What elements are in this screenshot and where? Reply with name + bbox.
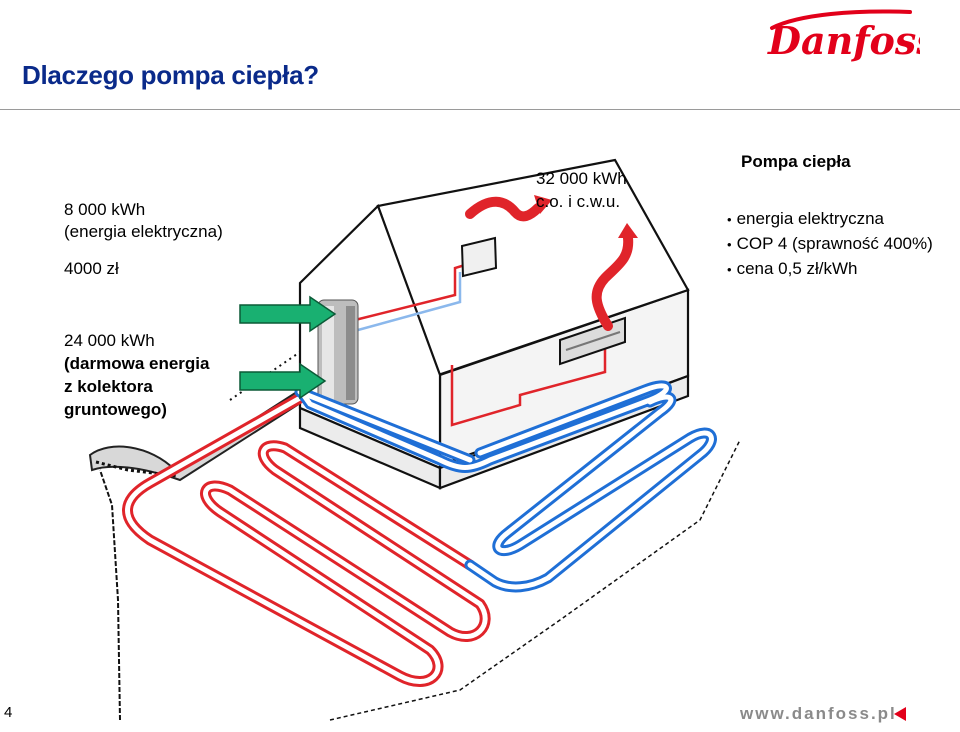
danfoss-logo-swoosh bbox=[770, 9, 912, 30]
page-number: 4 bbox=[4, 704, 13, 721]
ground-input-line1: (darmowa energia bbox=[64, 354, 210, 373]
heat-pump-bullet: COP 4 (sprawność 400%) bbox=[727, 232, 933, 257]
heat-pump-heading: Pompa ciepła bbox=[741, 152, 851, 171]
heat-output-arrow-left bbox=[465, 195, 552, 222]
title-divider bbox=[0, 109, 960, 110]
danfoss-logo-wordmark: Danfoss bbox=[767, 18, 920, 63]
output-label: c.o. i c.w.u. bbox=[536, 192, 621, 211]
ground-input-line2: z kolektora bbox=[64, 377, 153, 396]
output-kwh: 32 000 kWh bbox=[536, 169, 627, 188]
wall-panel bbox=[460, 236, 498, 278]
ground-loop-red-inner bbox=[125, 395, 488, 684]
electric-input-kwh: 8 000 kWh bbox=[64, 200, 146, 219]
heat-pump-bullet: energia elektryczna bbox=[727, 207, 933, 232]
electricity-input-arrow bbox=[239, 295, 337, 333]
heat-pump-bullets: energia elektryczna COP 4 (sprawność 400… bbox=[727, 207, 933, 282]
page-title: Dlaczego pompa ciepła? bbox=[22, 60, 319, 90]
ground-input-line3: gruntowego) bbox=[64, 400, 167, 419]
ground-input-kwh: 24 000 kWh bbox=[64, 331, 155, 350]
left-triangle-icon bbox=[894, 707, 906, 721]
heat-output-arrow-right bbox=[591, 223, 638, 331]
heat-pump-unit bbox=[317, 299, 359, 405]
ground-energy-input-arrow bbox=[239, 362, 327, 400]
danfoss-logo: Danfoss bbox=[767, 9, 920, 63]
website-link[interactable]: www.danfoss.pl bbox=[740, 704, 897, 723]
electric-input-cost: 4000 zł bbox=[64, 259, 119, 278]
electric-input-label: (energia elektryczna) bbox=[64, 222, 223, 241]
indoor-pipes bbox=[354, 263, 607, 427]
heat-pump-bullet: cena 0,5 zł/kWh bbox=[727, 257, 933, 282]
ground-loop-blue-inner bbox=[297, 383, 714, 590]
